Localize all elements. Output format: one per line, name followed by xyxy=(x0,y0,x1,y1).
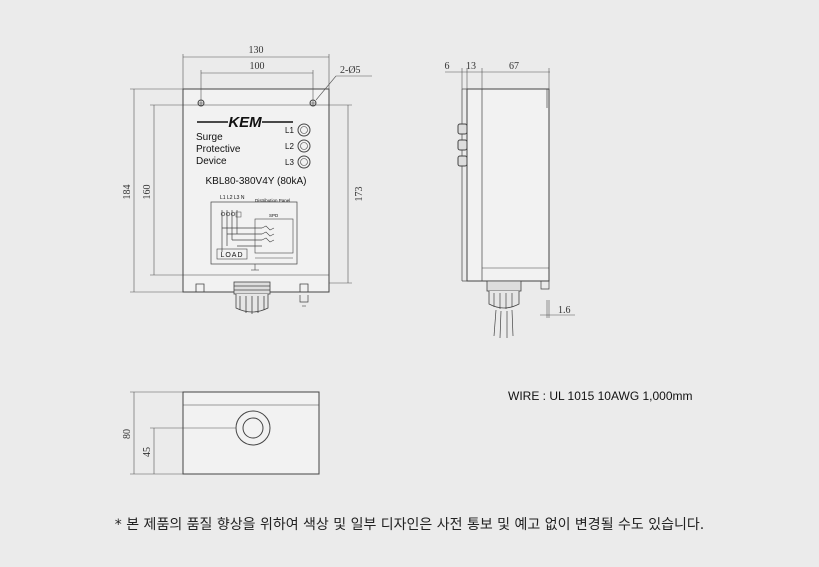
panel-logo: KEM xyxy=(228,114,262,131)
wiring-terminals: L1 L2 L3 N xyxy=(220,195,245,201)
side-enclosure xyxy=(466,88,550,282)
dim-side-depth: 67 xyxy=(509,61,519,72)
panel-model: KBL80-380V4Y (80kA) xyxy=(206,176,307,187)
dim-front-inner-height: 160 xyxy=(142,185,153,200)
side-view xyxy=(445,68,575,339)
wire-spec: WIRE : UL 1015 10AWG 1,000mm xyxy=(508,389,693,403)
lamp-l2 xyxy=(297,139,311,153)
panel-title-line2: Protective xyxy=(196,144,241,155)
bottom-enclosure xyxy=(182,391,320,475)
dim-side-gap: 1.6 xyxy=(558,305,571,316)
dim-side-a: 6 xyxy=(445,61,450,72)
dim-hole-span: 100 xyxy=(250,61,265,72)
dim-front-height: 184 xyxy=(122,185,133,200)
footnote: * 본 제품의 품질 향상을 위하여 색상 및 일부 디자인은 사전 통보 및 … xyxy=(114,517,705,533)
dim-front-right-height: 173 xyxy=(354,187,365,202)
panel-title-line3: Device xyxy=(196,156,227,167)
wiring-distribution-panel: Distribution Panel xyxy=(255,198,290,203)
wiring-spd: SPD xyxy=(269,213,279,218)
dim-holes: 2-Ø5 xyxy=(340,65,361,76)
lamp-label-l1: L1 xyxy=(285,126,294,135)
wiring-load: LOAD xyxy=(220,252,243,259)
dim-bottom-center: 45 xyxy=(142,447,153,457)
cable-gland-front xyxy=(233,281,271,314)
dim-front-width: 130 xyxy=(249,45,264,56)
front-view xyxy=(130,54,372,314)
bottom-view xyxy=(130,391,320,475)
dim-side-b: 13 xyxy=(466,61,476,72)
lamp-label-l2: L2 xyxy=(285,142,294,151)
lamp-l3 xyxy=(297,155,311,169)
lamp-label-l3: L3 xyxy=(285,158,294,167)
bottom-gland-inner xyxy=(242,417,264,439)
wiring-diagram xyxy=(210,201,298,271)
panel-title-line1: Surge xyxy=(196,132,223,143)
lamp-l1 xyxy=(297,123,311,137)
dim-bottom-height: 80 xyxy=(122,429,133,439)
